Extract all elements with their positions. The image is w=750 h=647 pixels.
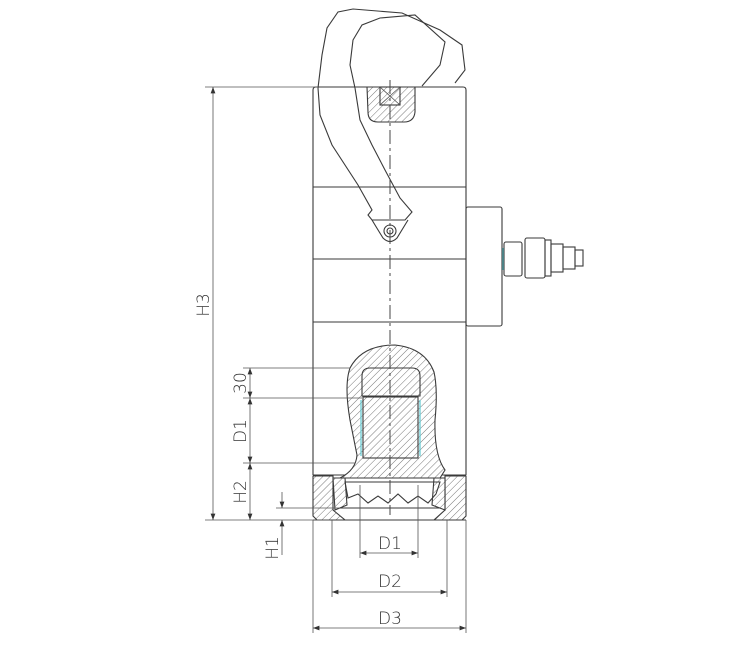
dim-d3-label: D3	[378, 609, 402, 629]
hydraulic-coupler	[465, 206, 584, 327]
carry-handle	[317, 8, 466, 243]
dim-h2-label: H2	[231, 480, 251, 504]
piston-head	[339, 344, 446, 504]
dim-h1-label: H1	[263, 536, 283, 560]
dim-30-label: 30	[231, 372, 251, 394]
dim-d1-label: D1	[378, 534, 402, 554]
dim-d2-label: D2	[378, 572, 402, 592]
dimension-lines	[205, 86, 467, 633]
top-socket	[366, 86, 416, 123]
dim-d1-vertical-label: D1	[231, 419, 251, 443]
dim-h3-label: H3	[194, 293, 214, 317]
